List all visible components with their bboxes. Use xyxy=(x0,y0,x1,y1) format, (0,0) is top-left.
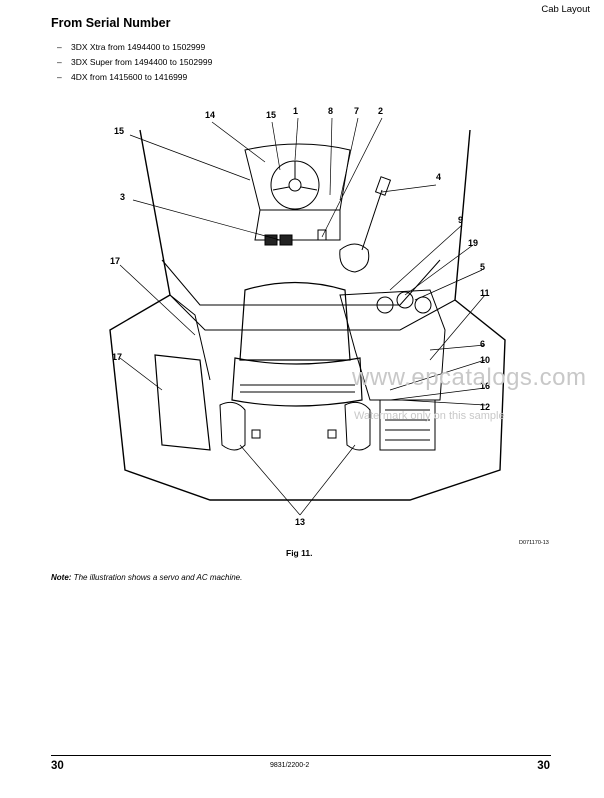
callout-5: 5 xyxy=(480,262,485,272)
watermark-site: www.epcatalogs.com xyxy=(352,364,587,391)
callout-8: 8 xyxy=(328,106,333,116)
callout-14: 14 xyxy=(205,110,215,120)
callout-1: 1 xyxy=(293,106,298,116)
callout-17: 17 xyxy=(112,352,122,362)
callout-16: 16 xyxy=(480,381,490,391)
page-title: From Serial Number xyxy=(51,16,171,30)
note-text: The illustration shows a servo and AC ma… xyxy=(71,573,243,582)
callout-19: 19 xyxy=(468,238,478,248)
callout-3: 3 xyxy=(120,192,125,202)
note-label: Note: xyxy=(51,573,72,582)
callout-15: 15 xyxy=(266,110,276,120)
callout-12: 12 xyxy=(480,402,490,412)
footer-rule xyxy=(51,755,551,756)
callout-13: 13 xyxy=(295,517,305,527)
document-number: 9831/2200-2 xyxy=(270,762,310,769)
serial-list-item: –4DX from 1415600 to 1416999 xyxy=(57,72,188,82)
figure-reference: D071170-13 xyxy=(519,540,549,546)
callout-15: 15 xyxy=(114,126,124,136)
serial-list: –3DX Xtra from 1494400 to 1502999 –3DX S… xyxy=(57,42,212,87)
page-number-right: 30 xyxy=(537,760,550,772)
callout-9: 9 xyxy=(458,215,463,225)
figure-caption: Fig 11. xyxy=(286,548,313,558)
cab-layout-figure: 14 15 1 8 7 2 15 4 3 9 19 5 17 11 6 17 1… xyxy=(100,100,510,560)
callout-2: 2 xyxy=(378,106,383,116)
callout-11: 11 xyxy=(480,288,490,298)
section-header: Cab Layout xyxy=(541,4,590,15)
callout-7: 7 xyxy=(354,106,359,116)
serial-list-item: –3DX Xtra from 1494400 to 1502999 xyxy=(57,42,206,52)
page-number-left: 30 xyxy=(51,760,64,772)
illustration-note: Note: The illustration shows a servo and… xyxy=(51,573,242,582)
callout-4: 4 xyxy=(436,172,441,182)
cab-illustration: 14 15 1 8 7 2 15 4 3 9 19 5 17 11 6 17 1… xyxy=(109,106,506,527)
watermark-sample-note: Watermark only on this sample xyxy=(354,410,505,422)
callout-10: 10 xyxy=(480,355,490,365)
callout-labels: 14 15 1 8 7 2 15 4 3 9 19 5 17 11 6 17 1… xyxy=(110,106,490,527)
serial-list-item: –3DX Super from 1494400 to 1502999 xyxy=(57,57,213,67)
callout-17: 17 xyxy=(110,256,120,266)
callout-6: 6 xyxy=(480,339,485,349)
